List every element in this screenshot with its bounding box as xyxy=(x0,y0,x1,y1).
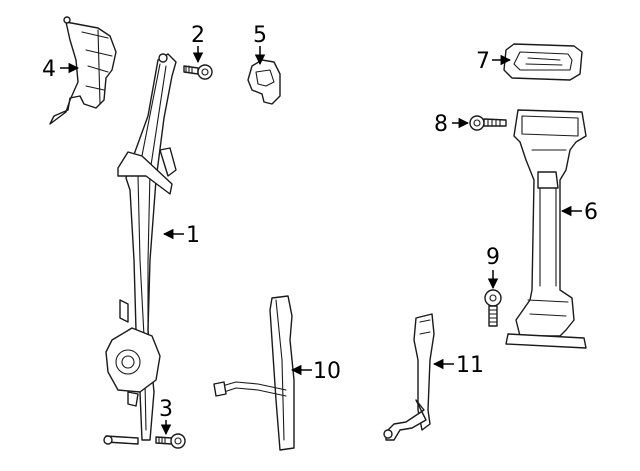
part-1-retractor xyxy=(103,53,177,445)
callout-9: 9 xyxy=(486,245,500,270)
part-3-bolt xyxy=(155,433,186,449)
part-2-bolt xyxy=(183,64,213,80)
callout-8: 8 xyxy=(434,112,448,137)
part-10-trim xyxy=(213,295,295,451)
part-9-bolt xyxy=(484,289,502,327)
part-4-bracket xyxy=(49,16,117,125)
callout-6: 6 xyxy=(584,200,598,225)
part-5-cover xyxy=(247,59,281,105)
callout-7: 7 xyxy=(476,49,490,74)
callout-5: 5 xyxy=(253,23,267,48)
callout-10: 10 xyxy=(313,359,341,384)
callout-2: 2 xyxy=(191,23,205,48)
part-11-buckle xyxy=(383,313,435,441)
callout-3: 3 xyxy=(159,397,173,422)
part-7-cover xyxy=(503,43,583,81)
callout-11: 11 xyxy=(456,353,484,378)
part-6-adjuster xyxy=(505,109,587,349)
callout-1: 1 xyxy=(186,223,200,248)
callout-4: 4 xyxy=(42,57,56,82)
part-8-bolt xyxy=(469,115,507,131)
